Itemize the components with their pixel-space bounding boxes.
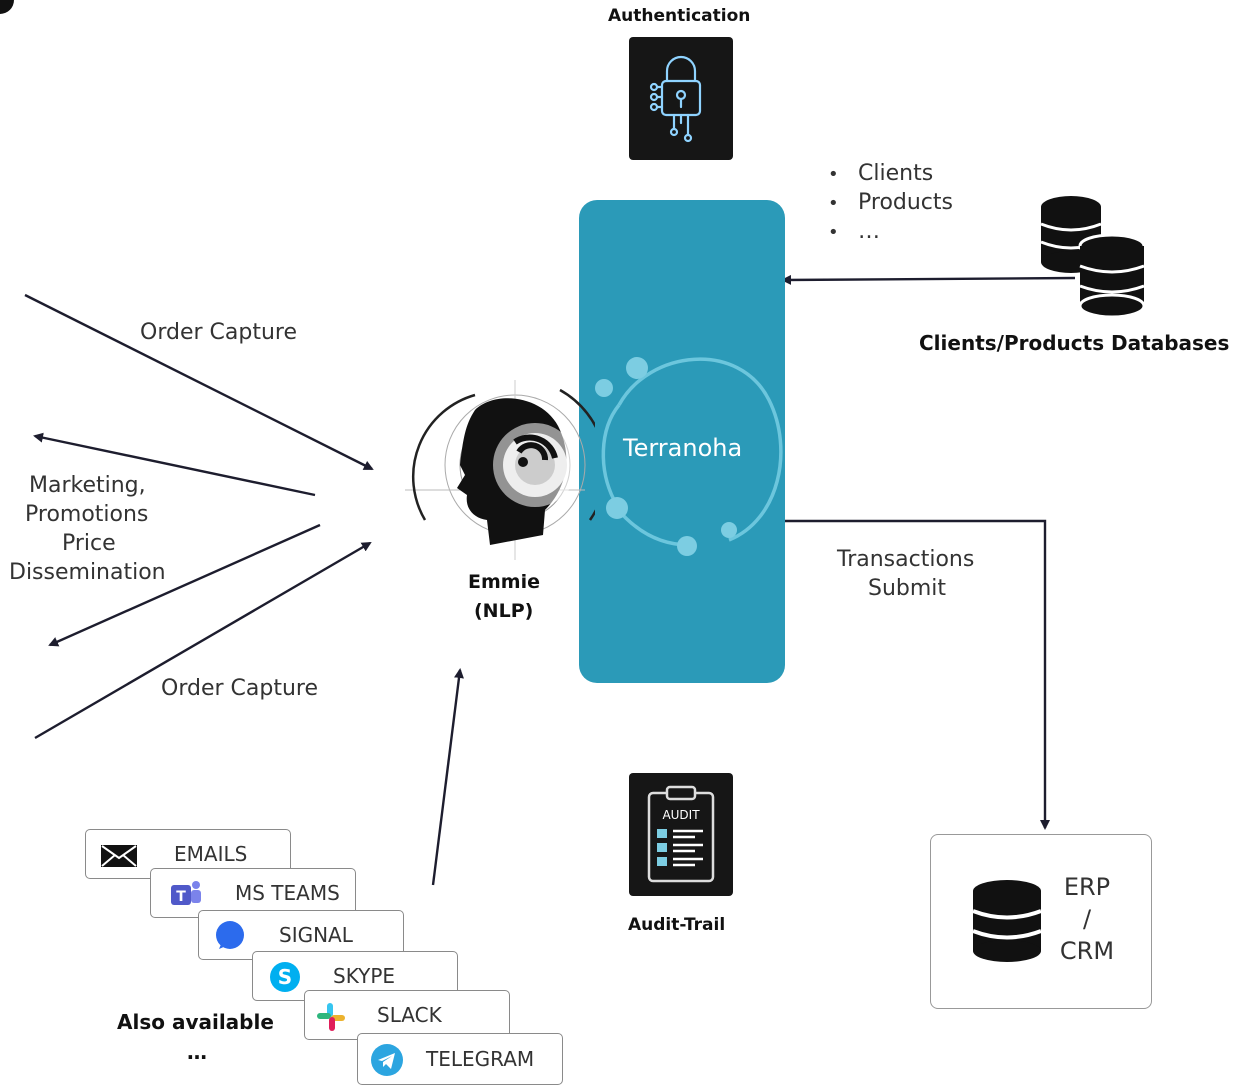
authentication-label: Authentication <box>608 6 751 26</box>
teams-icon: T <box>171 881 201 905</box>
erp-crm-box: ERP / CRM <box>930 834 1152 1009</box>
audit-trail-label: Audit-Trail <box>628 915 726 935</box>
order-capture-arrow-top <box>24 293 374 471</box>
channel-label: TELEGRAM <box>426 1047 535 1071</box>
transactions-label-2: Submit <box>868 576 947 601</box>
emmie-label: Emmie <box>468 571 540 593</box>
emmie-nlp-label: (NLP) <box>474 600 534 622</box>
marketing-label-4: Dissemination <box>9 560 166 585</box>
channel-label: SIGNAL <box>279 923 353 947</box>
authentication-tile <box>629 37 733 160</box>
transactions-label-1: Transactions <box>837 547 975 572</box>
telegram-icon <box>371 1044 403 1076</box>
list-item: •Clients <box>828 161 934 186</box>
emmie-head-icon <box>405 380 595 560</box>
envelope-icon <box>101 845 137 867</box>
channel-label: SKYPE <box>333 964 396 988</box>
channel-card-telegram: TELEGRAM <box>357 1033 563 1085</box>
channel-label: EMAILS <box>174 842 248 866</box>
also-available-label: Also available <box>117 1010 274 1034</box>
marketing-arrow-down <box>48 523 321 647</box>
channel-card-ms-teams: T MS TEAMS <box>150 868 356 918</box>
list-item: •… <box>828 219 880 244</box>
marketing-label-1: Marketing, <box>29 473 146 498</box>
channel-card-skype: S SKYPE <box>252 951 458 1001</box>
signal-icon <box>216 921 244 949</box>
database-icon <box>1040 196 1146 319</box>
terranoha-box: Terranoha <box>579 200 785 683</box>
skype-icon: S <box>270 962 300 992</box>
padlock-icon <box>649 55 702 143</box>
slack-icon <box>317 1003 345 1031</box>
list-item: •Products <box>828 190 953 215</box>
channels-to-emmie-arrow <box>431 668 464 886</box>
audit-clipboard-text: AUDIT <box>662 808 700 822</box>
clipboard-icon: AUDIT <box>647 785 715 883</box>
marketing-label-3: Price <box>62 531 116 556</box>
also-available-ellipsis: … <box>187 1040 207 1064</box>
marketing-arrow-up <box>33 432 316 497</box>
order-capture-top-label: Order Capture <box>140 320 297 345</box>
order-capture-bottom-label: Order Capture <box>161 676 318 701</box>
terranoha-ring-icon <box>595 357 783 556</box>
terranoha-label: Terranoha <box>623 434 743 462</box>
audit-tile: AUDIT <box>629 773 733 896</box>
crm-label: CRM <box>1059 937 1115 965</box>
channel-card-slack: SLACK <box>304 990 510 1040</box>
marketing-label-2: Promotions <box>25 502 149 527</box>
svg-text:S: S <box>278 965 292 989</box>
svg-text:T: T <box>176 889 186 905</box>
database-items-list: •Clients •Products •… <box>828 161 953 248</box>
databases-label: Clients/Products Databases <box>919 331 1230 355</box>
erp-database-icon <box>972 880 1042 962</box>
order-capture-arrow-bottom <box>34 541 372 740</box>
erp-slash-label: / <box>1082 905 1092 933</box>
erp-label: ERP <box>1063 873 1111 901</box>
transactions-arrow <box>785 519 1050 830</box>
channel-label: MS TEAMS <box>235 881 340 905</box>
databases-arrow <box>781 274 1076 285</box>
channel-label: SLACK <box>377 1003 442 1027</box>
